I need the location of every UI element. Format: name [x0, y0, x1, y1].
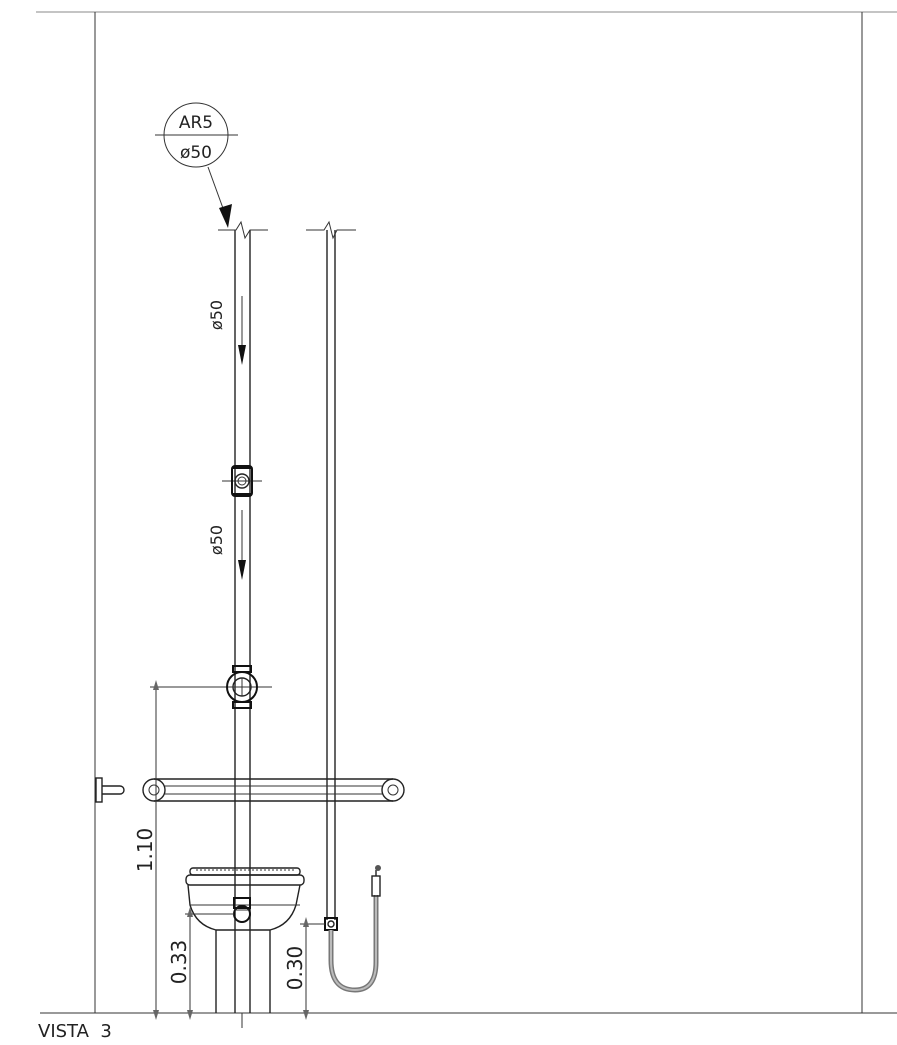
dimension-toilet-outlet: 0.33	[167, 907, 234, 1020]
dimension-register-height: 1.10	[133, 680, 218, 1020]
shower-head	[375, 865, 381, 871]
pipe-union-fitting	[222, 465, 262, 497]
vertical-pipe-ar5: ø50 ø50	[207, 220, 268, 1028]
dim-text-0-30: 0.30	[283, 946, 307, 991]
dimension-shower-outlet: 0.30	[283, 917, 325, 1020]
toilet-outlet-fitting	[233, 897, 251, 923]
tag-diameter: ø50	[180, 143, 212, 163]
valve-register	[218, 665, 272, 709]
flow-arrow-lower	[238, 560, 246, 580]
pipe-label-upper: ø50	[207, 300, 226, 330]
toilet	[185, 867, 305, 1013]
wall-holder	[95, 777, 125, 803]
flow-arrow-upper	[238, 345, 246, 365]
view-title: VISTA 3	[38, 1021, 112, 1042]
pipe-label-lower: ø50	[207, 525, 226, 555]
wall-frame	[36, 11, 897, 1014]
grab-bar	[142, 778, 405, 802]
hand-shower	[324, 865, 381, 993]
ar5-pipe-tag: AR5 ø50	[155, 102, 238, 228]
vertical-pipe-secondary	[306, 220, 356, 920]
tag-leader-arrowhead	[219, 204, 232, 228]
tag-code: AR5	[179, 113, 213, 133]
dim-text-1-10: 1.10	[133, 828, 157, 873]
dim-text-0-33: 0.33	[167, 940, 191, 985]
